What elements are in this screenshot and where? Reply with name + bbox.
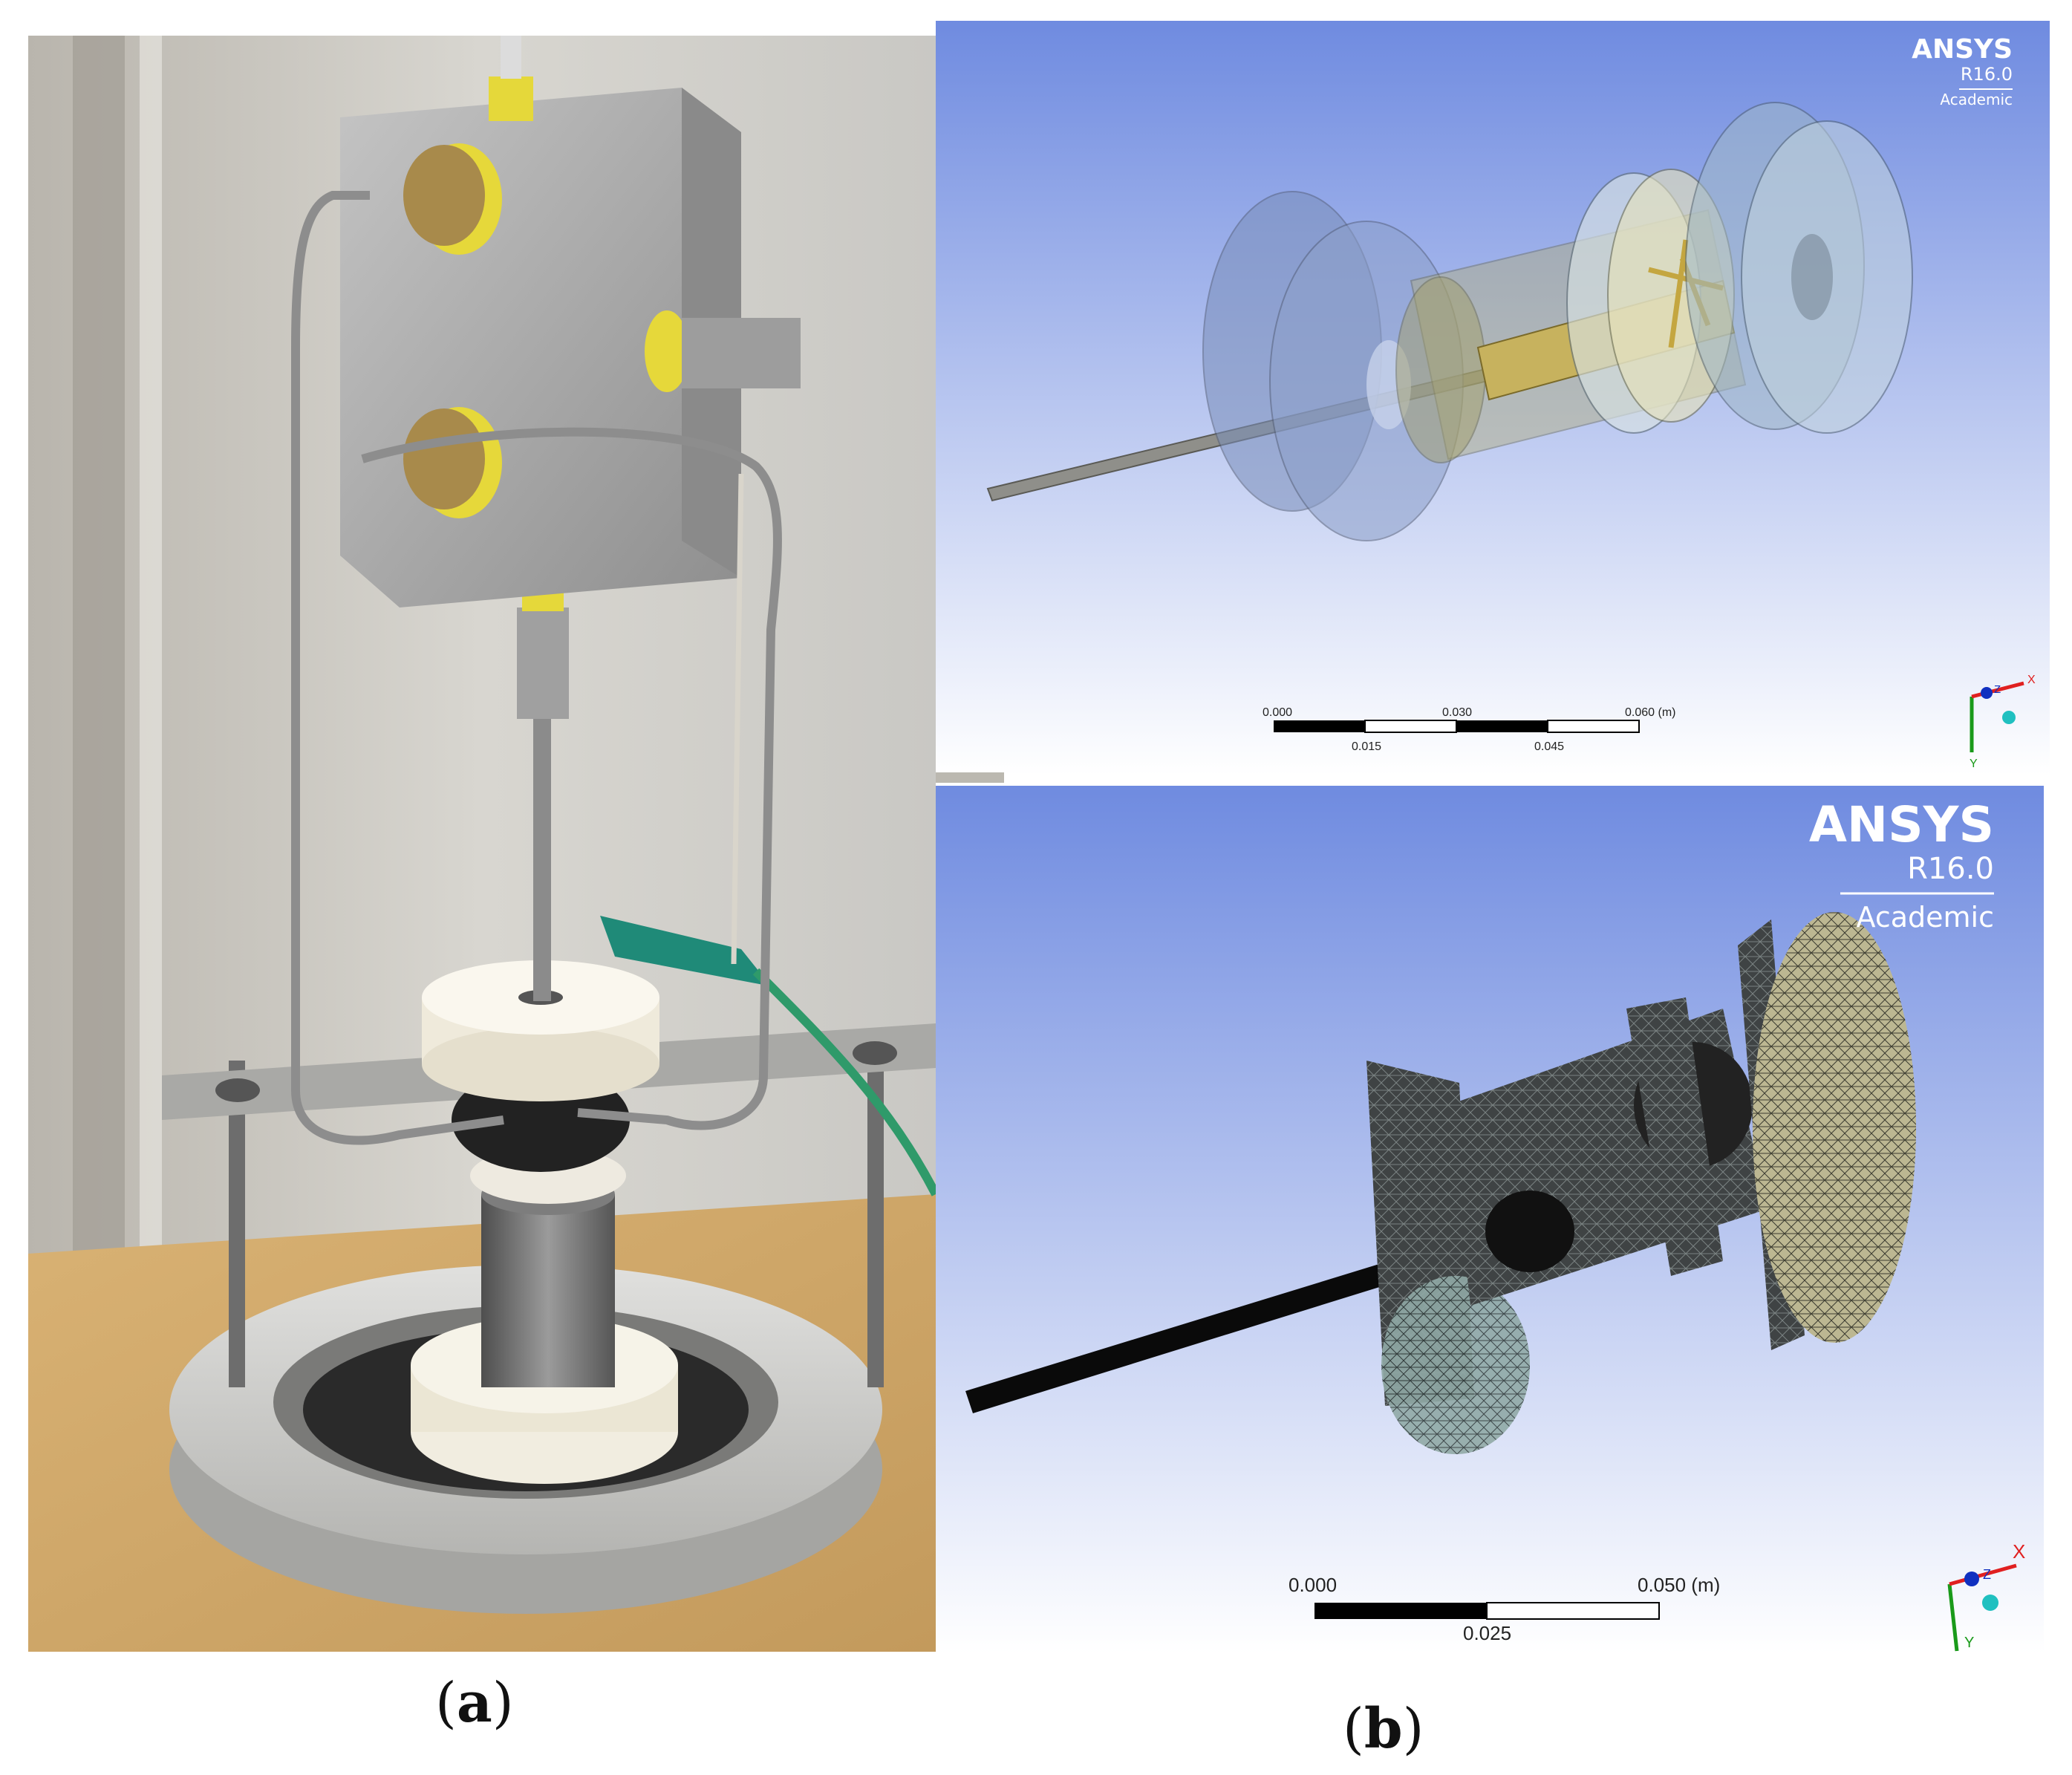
axis-z-label: Z	[1983, 1567, 1991, 1582]
caption-a-letter: a	[456, 1671, 492, 1735]
panel-separator	[936, 772, 1004, 783]
scale-label-045: 0.045	[1534, 740, 1564, 753]
axis-z-dot	[1981, 687, 1993, 699]
brass-fitting-bottom	[403, 408, 485, 509]
axis-y-line	[1947, 1583, 1959, 1652]
scale-label-0: 0.000	[1289, 1574, 1337, 1596]
caption-b: (b)	[1343, 1697, 1424, 1761]
threaded-rod-right	[867, 1061, 884, 1387]
caption-a: (a)	[435, 1671, 514, 1735]
cad-geometry-view: ANSYS R16.0 Academic 0.000 0.030 0.060 (…	[936, 21, 2050, 775]
side-fitting	[682, 318, 801, 388]
compression-fitting	[517, 608, 569, 719]
photo-test-rig	[28, 36, 936, 1652]
mesh-probe-rod	[965, 1261, 1396, 1413]
axis-x-label: X	[2027, 674, 2036, 686]
mesh-right-flange	[1753, 912, 1916, 1343]
axis-x-label: X	[2013, 1540, 2025, 1563]
axis-triad: X Y Z	[1947, 1540, 2025, 1652]
ansys-watermark: ANSYS R16.0 Academic	[1912, 34, 2013, 108]
brass-fitting-top	[403, 145, 485, 246]
threaded-rod-left	[229, 1061, 245, 1387]
axis-x-line	[1971, 681, 2024, 699]
caption-b-close: )	[1402, 1697, 1424, 1761]
metal-cylinder	[481, 1194, 615, 1387]
steel-tube-left	[291, 191, 504, 1145]
mesh-middle-disk	[1626, 997, 1723, 1276]
scale-label-050: 0.050 (m)	[1638, 1574, 1720, 1596]
cad-mesh-view: ANSYS R16.0 Academic 0.000 0.050 (m) 0.0…	[936, 786, 2044, 1653]
axis-triad: X Y Z	[1970, 674, 2036, 770]
axis-z-label: Z	[1994, 683, 2001, 696]
scale-label-030: 0.030	[1442, 706, 1472, 719]
scale-label-0: 0.000	[1263, 706, 1292, 719]
watermark-version: R16.0	[1961, 64, 2013, 85]
watermark-brand: ANSYS	[1809, 796, 1994, 853]
caption-a-open: (	[435, 1671, 457, 1735]
watermark-brand: ANSYS	[1912, 34, 2013, 65]
axis-y-label: Y	[1970, 758, 1978, 770]
probe-rod	[533, 711, 551, 1001]
scale-label-025: 0.025	[1463, 1622, 1511, 1644]
axis-z-dot	[1964, 1572, 1979, 1586]
green-clip	[600, 916, 771, 986]
scale-bar: 0.000 0.030 0.060 (m) 0.015 0.045	[1263, 706, 1675, 753]
caption-b-open: (	[1343, 1697, 1364, 1761]
ansys-watermark: ANSYS R16.0 Academic	[1809, 796, 1994, 934]
scale-label-060: 0.060 (m)	[1625, 706, 1675, 719]
axis-x-line	[1949, 1563, 2017, 1586]
watermark-edition: Academic	[1940, 91, 2013, 108]
axis-y-label: Y	[1964, 1635, 1974, 1651]
caption-b-letter: b	[1364, 1697, 1403, 1761]
scale-label-015: 0.015	[1352, 740, 1381, 753]
caption-a-close: )	[492, 1671, 514, 1735]
scale-bar: 0.000 0.050 (m) 0.025	[1289, 1574, 1720, 1644]
watermark-version: R16.0	[1907, 852, 1994, 886]
frame-post	[73, 36, 125, 1283]
watermark-edition: Academic	[1857, 901, 1994, 934]
steel-tube-right	[361, 427, 782, 1130]
